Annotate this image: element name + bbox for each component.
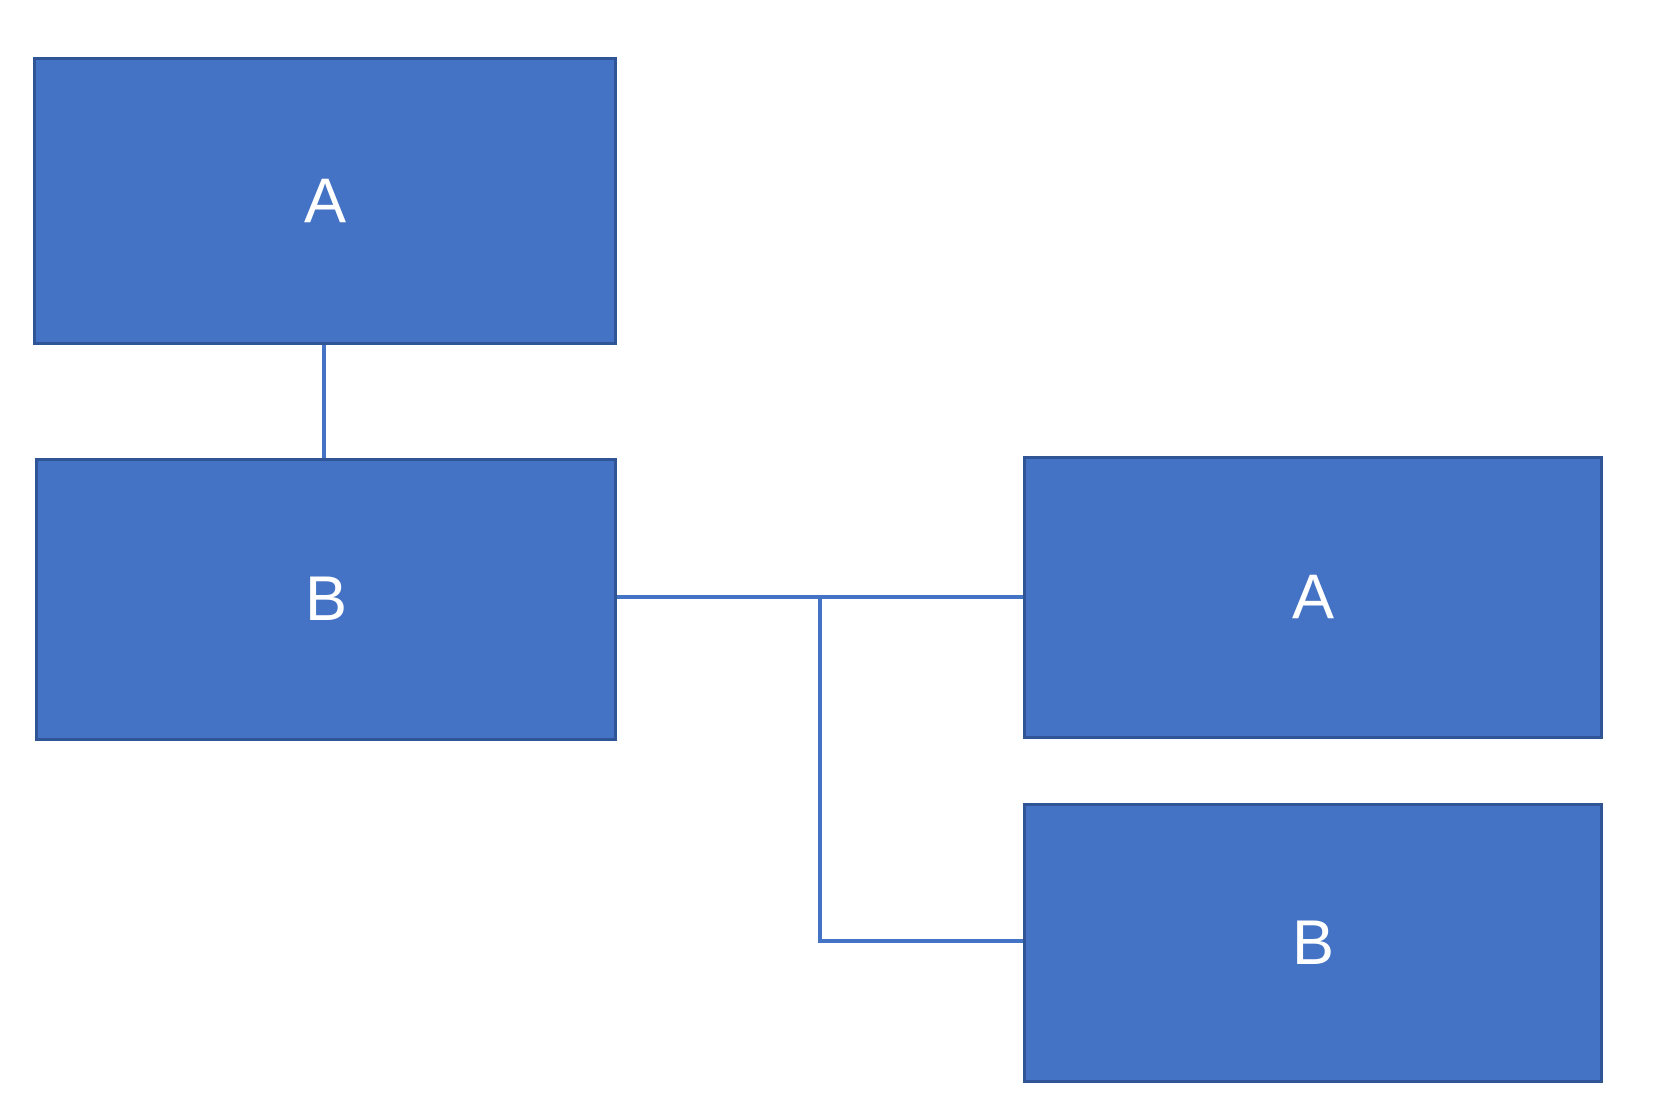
connector-branch-to-bottom-b-horizontal	[818, 939, 1023, 943]
node-middle-left-b: B	[35, 458, 617, 741]
connector-branch-vertical	[818, 595, 822, 943]
node-label: B	[1291, 907, 1335, 978]
node-right-a: A	[1023, 456, 1603, 739]
node-label: A	[303, 165, 347, 236]
node-top-left-a: A	[33, 57, 617, 345]
node-label: A	[1291, 562, 1335, 632]
connector-topleft-a-to-b-vertical	[322, 345, 326, 458]
node-bottom-right-b: B	[1023, 803, 1603, 1083]
node-label: B	[304, 564, 348, 634]
